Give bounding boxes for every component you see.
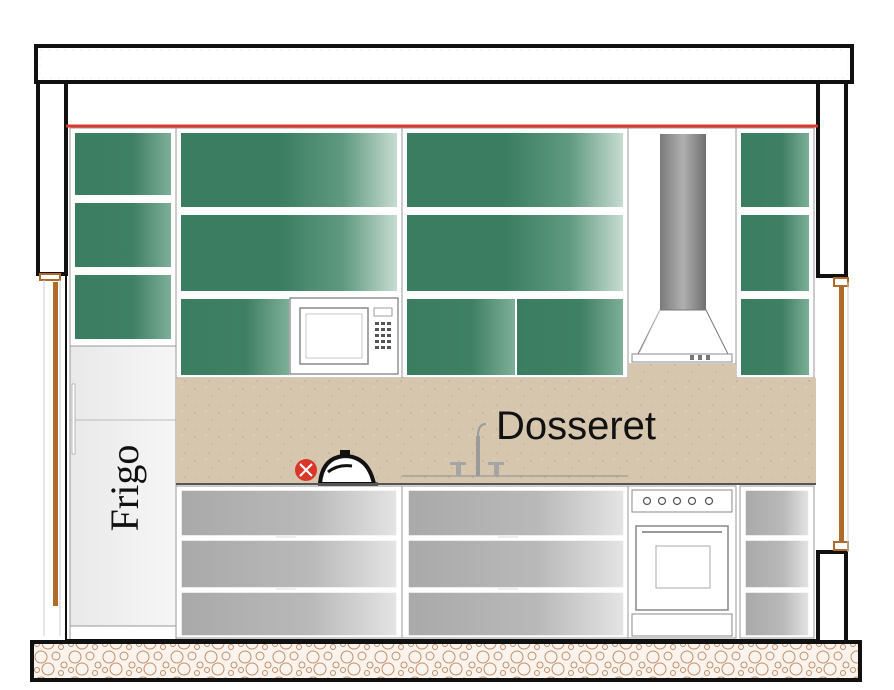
fridge-label: Frigo (102, 445, 147, 532)
range-hood-icon (627, 127, 737, 365)
upper-cabinets-left (175, 127, 403, 379)
oven-icon (627, 485, 737, 639)
ceiling-slab (34, 44, 854, 84)
left-wall (36, 80, 68, 640)
floor-slab (30, 640, 862, 682)
upper-cabinets-right (735, 127, 815, 379)
backsplash-label: Dosseret (496, 404, 656, 448)
base-cabinets-right (739, 485, 815, 639)
right-window-frame (833, 277, 849, 552)
upper-cabinets-center (401, 127, 629, 379)
microwave-icon (289, 297, 399, 375)
stove-burner-icon (295, 459, 317, 481)
base-cabinets-center (401, 485, 629, 639)
fridge (69, 345, 177, 641)
left-window-frame (39, 273, 61, 636)
faucet-icon (402, 423, 628, 477)
base-cabinets-left (175, 485, 403, 639)
tall-pantry-cabinet (69, 127, 177, 347)
